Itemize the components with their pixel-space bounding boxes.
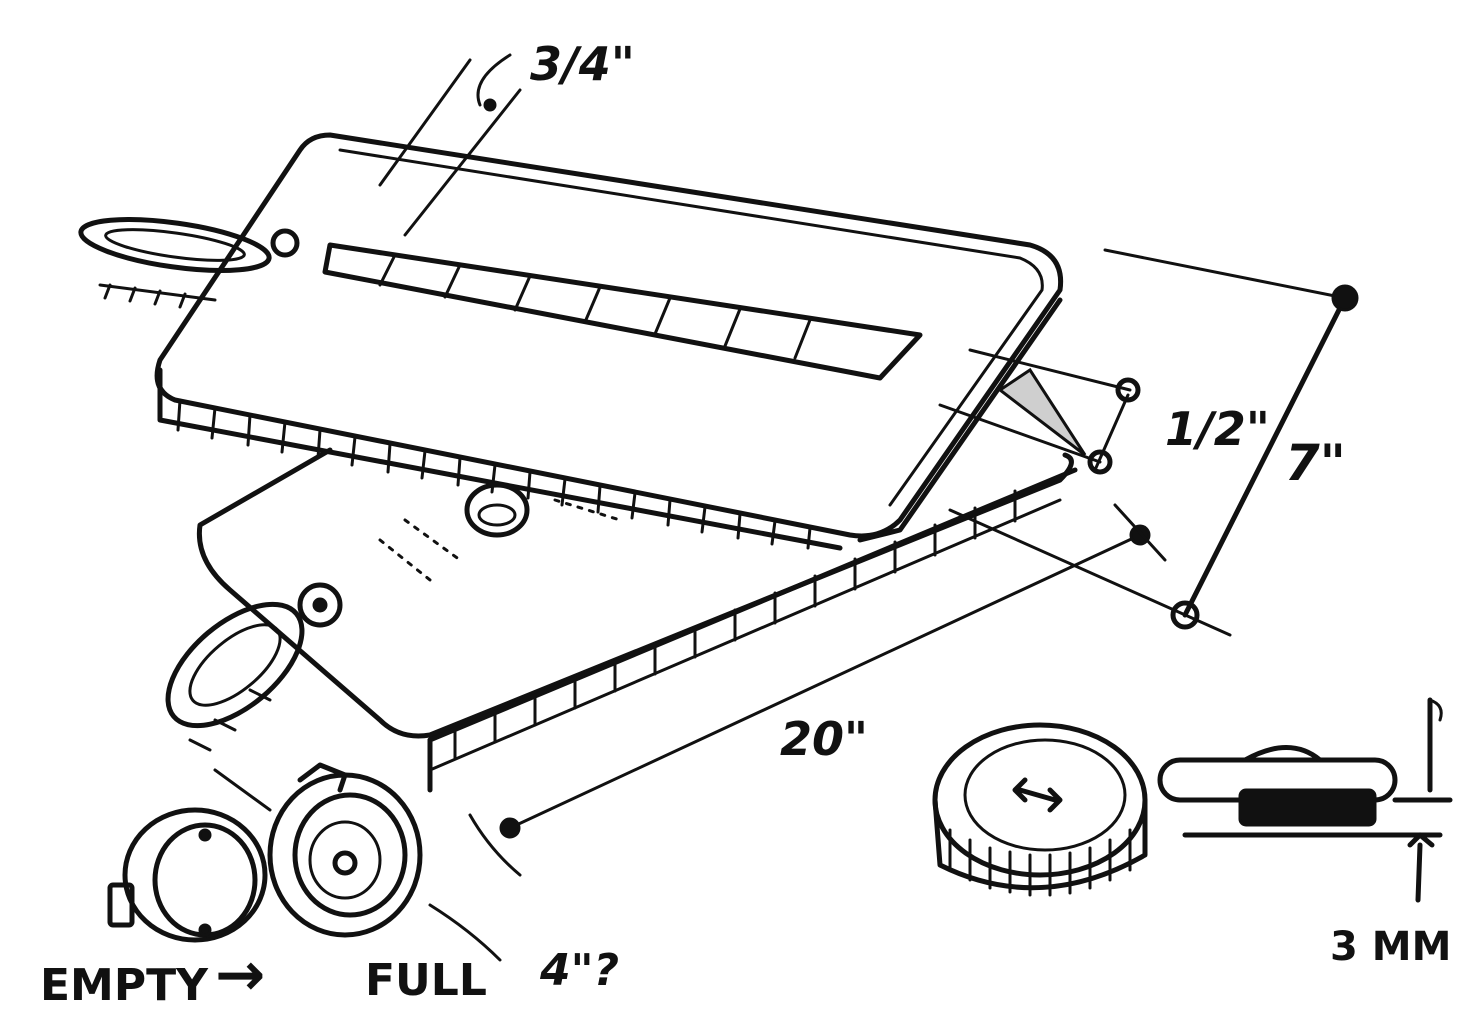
label-arrow: → [215, 940, 265, 1010]
lower-strap-loop [165, 582, 343, 752]
label-lid-thickness: 3/4" [530, 37, 635, 91]
coil-empty [107, 807, 268, 943]
label-width: 7" [1285, 434, 1346, 492]
coil-full [213, 762, 502, 962]
label-coil-diameter: 4"? [539, 945, 619, 996]
dimension-three-quarter [378, 53, 522, 237]
upper-strap-loop [78, 217, 300, 309]
label-length: 20" [780, 712, 868, 766]
hinge-wedge [997, 367, 1087, 457]
lower-panel-dots [378, 498, 622, 582]
dimension-length [468, 503, 1167, 877]
label-edge-thickness: 1/2" [1165, 402, 1270, 456]
dimension-half [938, 348, 1141, 475]
lower-panel-button [464, 482, 530, 538]
upper-panel [78, 132, 1087, 551]
dimension-width [948, 248, 1359, 637]
lid-strip [322, 242, 923, 381]
lower-panel [165, 447, 1078, 793]
label-full: FULL [365, 955, 487, 1006]
button-edge-hatching [948, 828, 1132, 897]
label-empty: EMPTY [40, 960, 209, 1011]
label-button-thickness: 3 MM [1330, 924, 1451, 970]
button-detail [932, 697, 1453, 903]
lower-panel-hatching [453, 489, 1017, 760]
upper-panel-hatching [176, 398, 812, 550]
